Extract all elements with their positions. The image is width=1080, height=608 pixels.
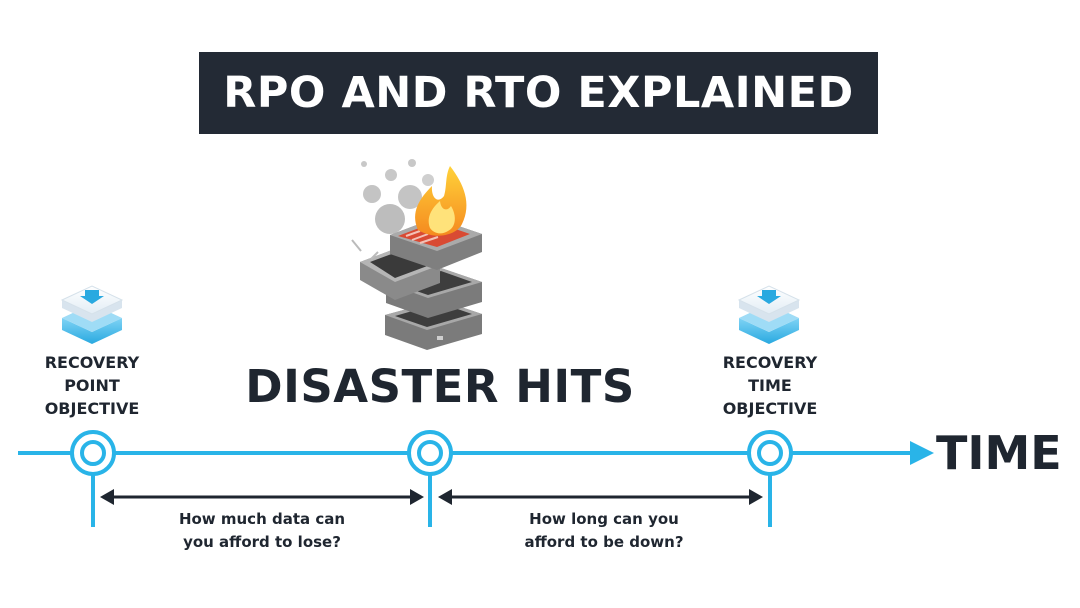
time-axis-label: TIME: [936, 426, 1062, 480]
question-line: How long can you: [529, 510, 679, 528]
question-line: How much data can: [178, 510, 346, 528]
title-banner: RPO AND RTO EXPLAINED: [199, 52, 878, 134]
downtime-span-arrow: [438, 489, 763, 505]
rto-label-line: OBJECTIVE: [722, 399, 818, 418]
disaster-label: DISASTER HITS: [245, 360, 635, 413]
rpo-label: RECOVERY POINT OBJECTIVE: [17, 351, 167, 420]
rpo-label-line: OBJECTIVE: [44, 399, 140, 418]
timeline-node-icon: [70, 430, 116, 476]
rto-label: RECOVERY TIME OBJECTIVE: [695, 351, 845, 420]
downtime-question: How long can you afford to be down?: [484, 508, 724, 554]
data-loss-question: How much data can you afford to lose?: [142, 508, 382, 554]
arrow-right-icon: [910, 441, 934, 465]
question-line: you afford to lose?: [183, 533, 341, 551]
backup-cube-icon: [60, 285, 124, 344]
backup-cube-icon: [737, 285, 801, 344]
timeline-node-icon: [407, 430, 453, 476]
rpo-label-line: POINT: [64, 376, 120, 395]
question-line: afford to be down?: [524, 533, 684, 551]
rpo-label-line: RECOVERY: [44, 353, 140, 372]
rto-label-line: RECOVERY: [722, 353, 818, 372]
page-title: RPO AND RTO EXPLAINED: [223, 68, 854, 118]
burning-server-stack-icon: [351, 159, 482, 350]
timeline-node-icon: [747, 430, 793, 476]
data-loss-span-arrow: [100, 489, 424, 505]
rto-label-line: TIME: [748, 376, 792, 395]
